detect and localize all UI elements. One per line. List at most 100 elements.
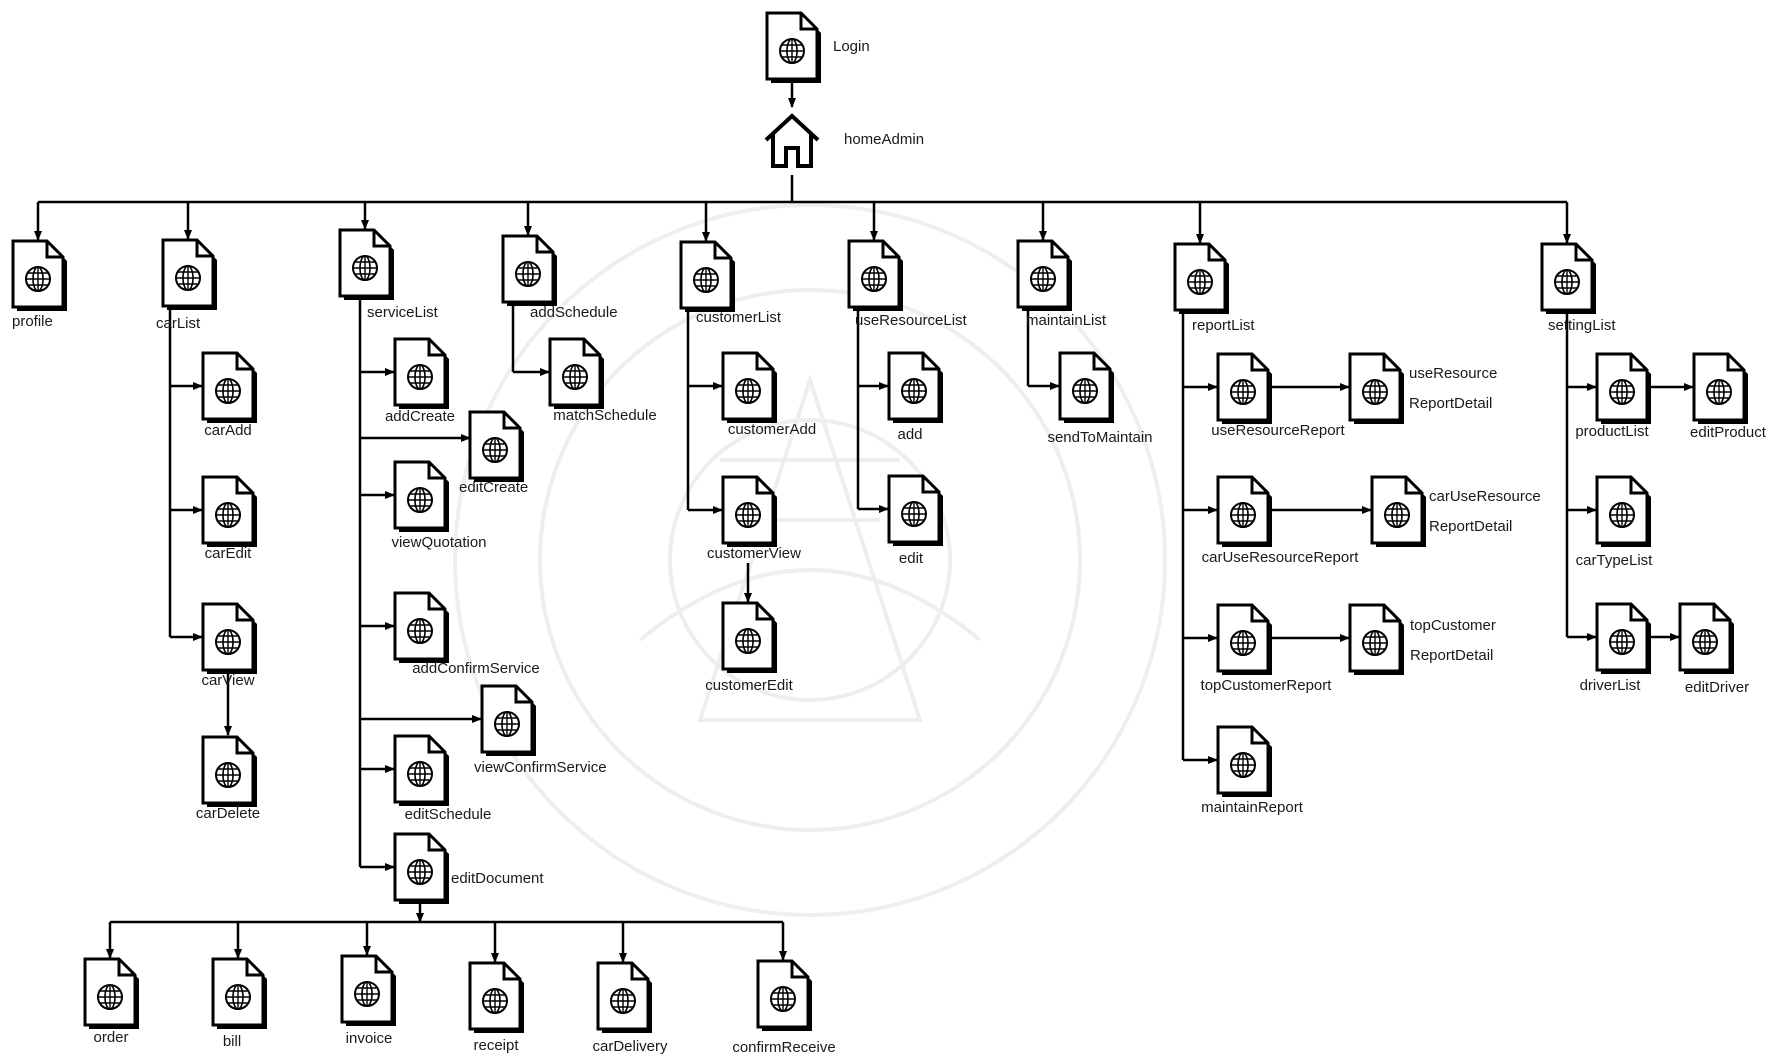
web-page-icon	[1540, 242, 1596, 314]
node-useResourceReport[interactable]: useResourceReport	[1211, 352, 1346, 439]
node-reportList[interactable]: reportList	[1173, 242, 1255, 334]
node-add[interactable]: add	[887, 351, 943, 443]
node-edit[interactable]: edit	[887, 474, 943, 567]
node-confirmReceive[interactable]: confirmReceive	[732, 959, 836, 1056]
node-carUseResourceReport[interactable]: carUseResourceReport	[1202, 475, 1360, 566]
node-label-carEdit: carEdit	[205, 545, 253, 562]
web-page-icon	[340, 954, 396, 1026]
node-carAdd[interactable]: carAdd	[201, 351, 257, 439]
web-page-icon	[468, 961, 524, 1033]
node-addConfirmService[interactable]: addConfirmService	[393, 591, 540, 677]
node-label-edit: edit	[899, 550, 924, 567]
node-editDocument[interactable]: editDocument	[393, 832, 544, 904]
node-matchSchedule[interactable]: matchSchedule	[548, 337, 657, 424]
node-label-homeAdmin: homeAdmin	[844, 131, 924, 148]
node-label-editDriver: editDriver	[1685, 679, 1749, 696]
web-page-icon	[596, 961, 652, 1033]
node-invoice[interactable]: invoice	[340, 954, 396, 1047]
web-page-icon	[161, 238, 217, 310]
node-label-customerView: customerView	[707, 545, 801, 562]
web-page-icon	[1216, 352, 1272, 424]
node-label-maintainList: maintainList	[1026, 312, 1107, 329]
node-label-settingList: settingList	[1548, 317, 1616, 334]
web-page-icon	[887, 351, 943, 423]
web-page-icon	[211, 957, 267, 1029]
node-viewConfirmService[interactable]: viewConfirmService	[474, 684, 607, 776]
node-label-customerAdd: customerAdd	[728, 421, 816, 438]
node-label-confirmReceive: confirmReceive	[732, 1039, 835, 1056]
node-login[interactable]: Login	[765, 11, 870, 83]
node-label-bill: bill	[223, 1033, 241, 1050]
node-productList[interactable]: productList	[1575, 352, 1651, 440]
home-icon	[764, 113, 820, 168]
web-page-icon	[1216, 603, 1272, 675]
node-sendToMaintain[interactable]: sendToMaintain	[1047, 351, 1153, 446]
node-label-carTypeList: carTypeList	[1576, 552, 1654, 569]
node-receipt[interactable]: receipt	[468, 961, 524, 1054]
web-page-icon	[1678, 602, 1734, 674]
web-page-icon	[11, 239, 67, 311]
node-label-viewConfirmService: viewConfirmService	[474, 759, 607, 776]
node-editDriver[interactable]: editDriver	[1678, 602, 1749, 696]
node-carEdit[interactable]: carEdit	[201, 475, 257, 562]
node-label-topCustomerReportDetail-line2: ReportDetail	[1410, 647, 1493, 664]
node-maintainReport[interactable]: maintainReport	[1201, 725, 1304, 816]
node-label-editProduct: editProduct	[1690, 424, 1767, 441]
node-label-addConfirmService: addConfirmService	[412, 660, 540, 677]
node-customerList[interactable]: customerList	[679, 240, 782, 326]
node-editCreate[interactable]: editCreate	[459, 410, 528, 496]
node-editSchedule[interactable]: editSchedule	[393, 734, 491, 823]
web-page-icon	[338, 228, 394, 300]
node-label-useResourceReportDetail-line2: ReportDetail	[1409, 395, 1492, 412]
node-label-invoice: invoice	[346, 1030, 393, 1047]
node-carList[interactable]: carList	[156, 238, 217, 332]
node-label-driverList: driverList	[1580, 677, 1642, 694]
node-customerAdd[interactable]: customerAdd	[721, 351, 816, 438]
node-label-addCreate: addCreate	[385, 408, 455, 425]
web-page-icon	[887, 474, 943, 546]
node-carDelete[interactable]: carDelete	[196, 735, 260, 822]
node-carView[interactable]: carView	[201, 602, 257, 689]
node-topCustomerReport[interactable]: topCustomerReport	[1201, 603, 1333, 694]
node-label-addSchedule: addSchedule	[530, 304, 618, 321]
node-label-carDelete: carDelete	[196, 805, 260, 822]
node-label-matchSchedule: matchSchedule	[553, 407, 656, 424]
node-addCreate[interactable]: addCreate	[385, 337, 455, 425]
web-page-icon	[393, 832, 449, 904]
node-viewQuotation[interactable]: viewQuotation	[391, 460, 487, 551]
node-useResourceList[interactable]: useResourceList	[847, 239, 968, 329]
web-page-icon	[548, 337, 604, 409]
node-carTypeList[interactable]: carTypeList	[1576, 475, 1654, 569]
page-nodes: Login homeAdmin profile carList carAdd carEdi…	[11, 11, 1767, 1056]
web-page-icon	[201, 735, 257, 807]
web-page-icon	[765, 11, 821, 83]
node-editProduct[interactable]: editProduct	[1690, 352, 1767, 441]
node-label-carUseResourceReport: carUseResourceReport	[1202, 549, 1360, 566]
node-driverList[interactable]: driverList	[1580, 602, 1651, 694]
web-page-icon	[393, 591, 449, 663]
web-page-icon	[201, 602, 257, 674]
web-page-icon	[1595, 602, 1651, 674]
node-profile[interactable]: profile	[11, 239, 67, 330]
node-label-customerEdit: customerEdit	[705, 677, 793, 694]
web-page-icon	[679, 240, 735, 312]
node-maintainList[interactable]: maintainList	[1016, 239, 1107, 329]
node-label-profile: profile	[12, 313, 53, 330]
node-order[interactable]: order	[83, 957, 139, 1046]
node-carDelivery[interactable]: carDelivery	[592, 961, 668, 1055]
node-settingList[interactable]: settingList	[1540, 242, 1616, 334]
node-label-useResourceReportDetail-line1: useResource	[1409, 365, 1497, 382]
node-customerView[interactable]: customerView	[707, 475, 801, 562]
node-addSchedule[interactable]: addSchedule	[501, 234, 618, 321]
node-serviceList[interactable]: serviceList	[338, 228, 439, 321]
node-customerEdit[interactable]: customerEdit	[705, 601, 794, 694]
node-bill[interactable]: bill	[211, 957, 267, 1050]
web-page-icon	[1370, 475, 1426, 547]
node-label-useResourceReport: useResourceReport	[1211, 422, 1345, 439]
node-homeAdmin[interactable]: homeAdmin	[764, 113, 924, 168]
